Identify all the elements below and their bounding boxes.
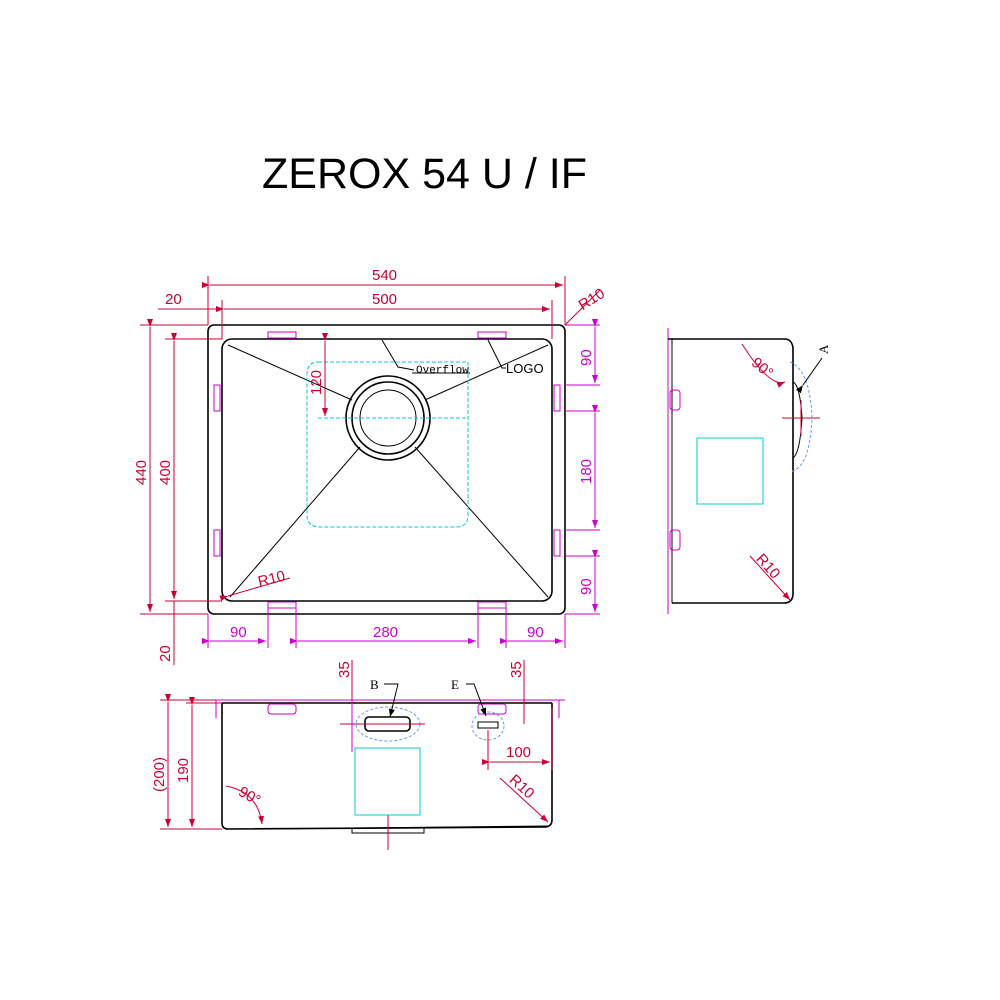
front-view: B E 35 35 100 R10 90° (200) 190 [151, 660, 565, 850]
side-bowl-profile [672, 338, 794, 604]
drawing-title: ZEROX 54 U / IF [262, 150, 587, 198]
sink-bowl-outline [221, 338, 553, 602]
dim-inner-width: 500 [372, 291, 397, 308]
slope-line [227, 344, 353, 401]
slope-line [424, 344, 549, 401]
tap-hole [477, 721, 499, 729]
detail-b-leader [384, 683, 399, 718]
dim-inner-radius: R10 [256, 568, 287, 591]
detail-b-label: B [370, 677, 379, 692]
detail-a-ellipse [789, 361, 813, 473]
front-radius-leader [499, 777, 549, 823]
mount-clip [669, 389, 681, 411]
top-view: Overflow LOGO 540 500 20 R10 440 400 20 … [133, 267, 608, 665]
mount-clip [553, 529, 561, 557]
detail-a-label: A [816, 344, 831, 354]
dim-height-total: (200) [151, 757, 168, 792]
side-view: 90° A R10 [667, 328, 831, 614]
front-angle: 90° [235, 783, 263, 809]
sink-flange-outline [207, 324, 566, 615]
detail-e-label: E [451, 677, 459, 692]
side-angle-arc [741, 343, 786, 388]
dim-bottom-right: 90 [527, 624, 544, 641]
inner-radius-leader [219, 577, 291, 602]
front-bowl-profile [221, 703, 553, 830]
dim-bottom-left: 90 [230, 624, 247, 641]
front-angle-arc [225, 785, 264, 825]
mount-clip [213, 384, 221, 412]
dim-bottom-margin: 20 [157, 645, 174, 662]
mount-clip [477, 703, 507, 715]
logo-leader [487, 339, 506, 369]
mount-clip [477, 331, 507, 339]
dim-right-top: 90 [578, 349, 595, 366]
overflow-label: Overflow [416, 365, 469, 377]
logo-label: LOGO [506, 361, 544, 376]
mount-clip [213, 529, 221, 557]
detail-a-leader [795, 357, 823, 394]
dim-tap-offset: 35 [508, 661, 525, 678]
detail-e-ellipse [471, 711, 505, 741]
dim-overflow-offset: 35 [336, 661, 353, 678]
front-radius: R10 [506, 771, 538, 802]
dim-right-bottom: 90 [578, 578, 595, 595]
mount-clip [267, 601, 297, 609]
slope-line [414, 446, 549, 598]
dim-overall-height: 440 [133, 460, 150, 485]
slope-line [229, 446, 361, 598]
dim-height-inner: 190 [175, 758, 192, 783]
radius-leader [564, 289, 601, 326]
side-radius-leader [749, 555, 791, 601]
drain-area-hidden [306, 361, 469, 528]
mount-clip [267, 331, 297, 339]
detail-e-leader [466, 683, 487, 717]
dim-overall-width: 540 [372, 267, 397, 284]
overflow-leader [381, 339, 415, 371]
mount-clip [553, 384, 561, 412]
dim-drain-offset: 120 [308, 370, 325, 395]
front-drain-hidden [354, 747, 421, 816]
dim-right-mid: 180 [578, 459, 595, 484]
dim-left-margin: 20 [165, 291, 182, 308]
side-drain-hidden [696, 437, 764, 505]
mount-clip [477, 601, 507, 609]
mount-clip [267, 703, 297, 715]
dim-inner-height: 400 [157, 460, 174, 485]
dim-tap-from-edge: 100 [506, 744, 531, 761]
side-radius: R10 [752, 551, 783, 583]
dim-bottom-mid: 280 [373, 624, 398, 641]
mount-clip [669, 529, 681, 551]
